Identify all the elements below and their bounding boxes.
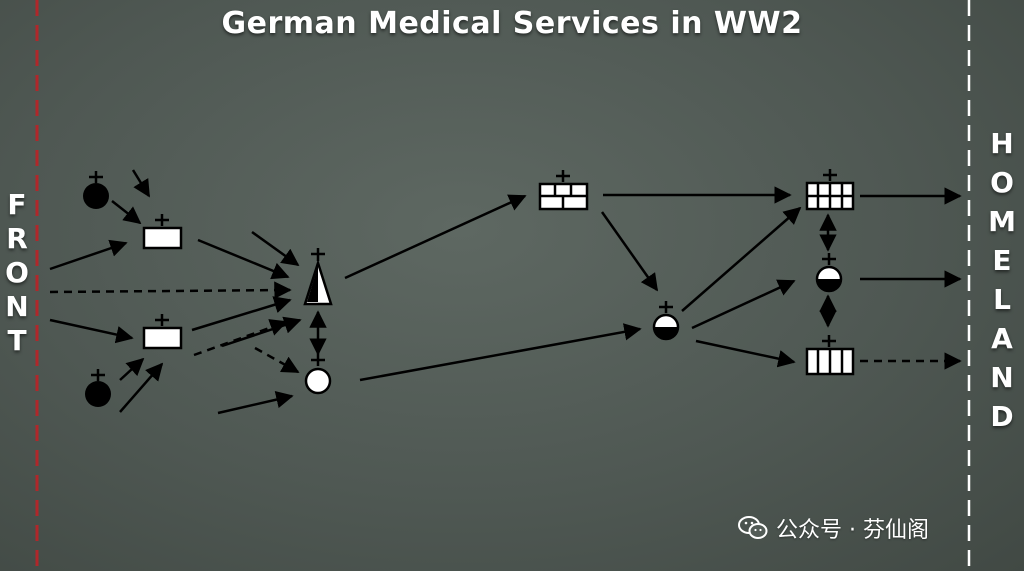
arrow bbox=[119, 362, 164, 413]
label-letter: R bbox=[6, 222, 28, 255]
arrow bbox=[600, 211, 659, 292]
arrow bbox=[197, 238, 290, 280]
arrow bbox=[695, 339, 796, 368]
transit-station-icon bbox=[815, 253, 843, 293]
ambulance-train-icon bbox=[805, 335, 855, 376]
arrows bbox=[49, 169, 962, 415]
field-hospital-icon bbox=[304, 354, 332, 395]
hospital-train-icon bbox=[538, 170, 589, 211]
aid-station-icon bbox=[142, 214, 183, 250]
label-letter: O bbox=[990, 166, 1014, 199]
label-letter: M bbox=[988, 205, 1016, 238]
arrow bbox=[217, 390, 294, 415]
arrow bbox=[49, 281, 292, 299]
arrow bbox=[119, 357, 145, 381]
main-dressing-station-icon bbox=[303, 248, 333, 306]
label-letter: D bbox=[990, 400, 1014, 433]
label-letter: O bbox=[5, 256, 29, 289]
casualty-clearing-icon bbox=[652, 301, 680, 341]
label-letter: H bbox=[990, 127, 1014, 160]
label-letter: T bbox=[7, 324, 27, 357]
label-letter: A bbox=[991, 322, 1013, 355]
wounded-collection-point-icon bbox=[83, 171, 109, 209]
label-letter: E bbox=[992, 244, 1012, 277]
arrow bbox=[193, 319, 288, 357]
arrow bbox=[49, 318, 134, 344]
arrow bbox=[131, 169, 151, 198]
arrow bbox=[251, 230, 300, 267]
arrow bbox=[344, 194, 527, 280]
watermark: 公众号 · 芬仙阁 bbox=[738, 512, 929, 544]
wechat-icon bbox=[738, 516, 768, 539]
wounded-collection-point-icon bbox=[85, 369, 111, 407]
arrow bbox=[359, 323, 642, 382]
diagram-title: German Medical Services in WW2 bbox=[221, 6, 803, 41]
arrow bbox=[49, 239, 128, 271]
arrow bbox=[191, 296, 292, 332]
reserve-hospital-icon bbox=[805, 169, 855, 211]
arrow bbox=[691, 279, 796, 330]
aid-station-icon bbox=[142, 314, 183, 350]
label-letter: N bbox=[990, 361, 1014, 394]
label-letter: F bbox=[7, 188, 27, 221]
arrow bbox=[221, 316, 302, 348]
arrow bbox=[254, 346, 300, 374]
label-letter: N bbox=[5, 290, 29, 323]
arrow bbox=[111, 200, 142, 225]
arrow bbox=[681, 206, 802, 312]
label-letter: L bbox=[993, 283, 1011, 316]
watermark-text: 公众号 · 芬仙阁 bbox=[776, 518, 929, 543]
